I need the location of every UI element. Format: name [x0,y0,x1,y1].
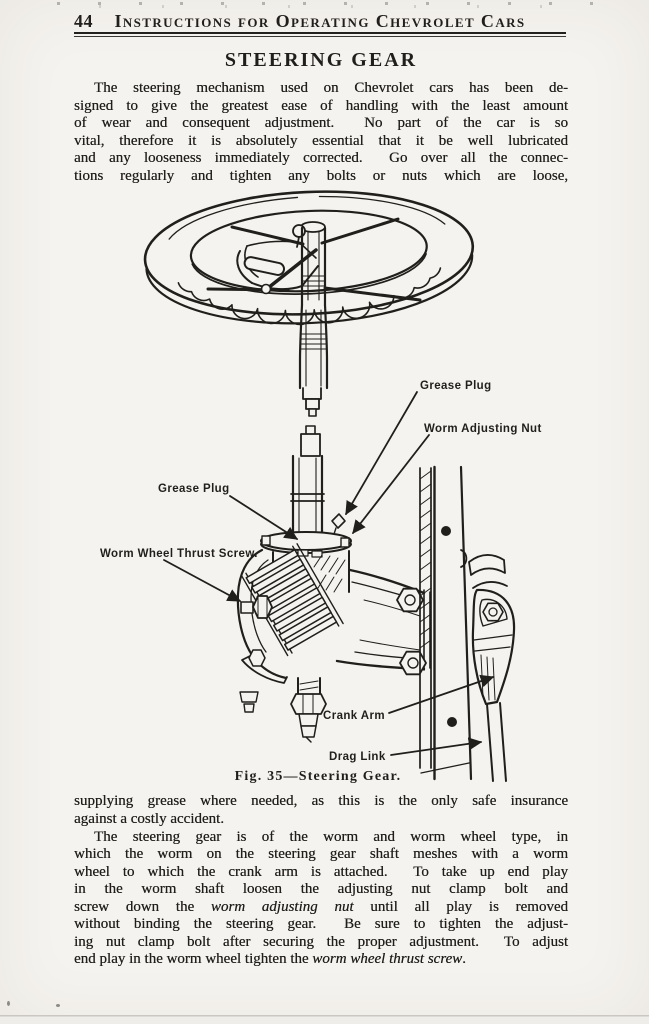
ball-stud-nut [482,602,504,622]
text-line: vital, therefore it is absolutely essent… [74,132,568,149]
text-line: wheel to which the crank arm is attached… [74,863,568,880]
scan-bottom-edge [0,1015,649,1024]
scan-speck [56,1004,60,1007]
text-line: against a costly accident. [74,810,224,827]
text-line: which the worm on the steering gear shaf… [74,846,568,862]
worm-shaft [290,425,346,537]
text-line: ing nut clamp bolt after securing the pr… [74,933,568,950]
lever-knob [292,224,306,238]
text-line: supplying grease where needed, as this i… [74,793,568,809]
paragraph-2: supplying grease where needed, as this i… [74,793,568,828]
paragraph-3: The steering gear is of the worm and wor… [74,829,568,969]
steering-wheel [143,190,475,326]
frame-rail [419,465,473,781]
label-grease-plug-top: Grease Plug [420,380,492,392]
section-title: STEERING GEAR [224,49,418,71]
label-grease-plug-left: Grease Plug [158,483,230,495]
housing-flange [260,531,352,558]
worm-wheel [236,543,344,713]
text-line: screw down the worm adjusting nut until … [74,898,568,915]
mount-bolt-lower [399,650,427,676]
spark-lever-quadrant [236,240,319,295]
text-line: tions regularly and tighten any bolts or… [74,167,568,184]
text-line: without binding the steering gear. Be su… [74,916,568,932]
leader-crank-arm [388,674,495,714]
text-line: signed to give the greatest ease of hand… [74,97,568,114]
figure-caption: Fig. 35—Steering Gear. [235,769,402,784]
grease-plug-fitting [331,513,346,529]
cover-bolt [248,649,266,667]
paragraph-1: The steering mechanism used on Chevrolet… [74,80,568,185]
header-rule-thick [74,31,566,34]
leader-thrust-screw [163,559,242,602]
text-line: The steering mechanism used on Chevrolet… [94,80,568,96]
rivet-hole [441,526,451,536]
running-title: Instructions for Operating Chevrolet Car… [114,11,526,31]
page-header: 44 Instructions for Operating Chevrolet … [74,11,566,33]
page-number: 44 [74,11,93,31]
sector-shaft-fittings [290,677,327,743]
drag-link [460,549,516,782]
leader-drag-link [390,737,483,756]
text-line: in the worm shaft loosen the adjusting n… [74,881,568,897]
label-crank-arm: Crank Arm [323,710,385,722]
scan-noise-top-2 [70,5,590,8]
text-line: The steering gear is of the worm and wor… [94,828,568,845]
leader-lines [163,391,495,756]
leader-grease-plug-left [229,495,299,540]
text-line: end play in the worm wheel tighten the w… [74,951,466,967]
thrust-screw [240,595,273,619]
leader-grease-plug-top [345,391,418,516]
rivet-hole [447,717,457,727]
label-worm-adjusting-nut: Worm Adjusting Nut [424,423,542,435]
scan-speck [7,1001,10,1006]
scan-noise-top [40,2,620,5]
header-rule-thin [74,36,566,38]
label-worm-wheel-thrust-screw: Worm Wheel Thrust Screw. [100,548,258,560]
leader-worm-adjusting-nut [352,434,430,535]
mount-bolt-upper [396,587,424,613]
steering-column [292,221,329,417]
text-line: and any looseness immediately corrected.… [74,150,568,166]
label-drag-link: Drag Link [329,751,386,763]
figure-steering-gear: Grease Plug Worm Adjusting Nut Grease Pl… [100,190,542,784]
housing-arm [335,568,431,676]
text-line: of wear and consequent adjustment. No pa… [74,115,568,131]
